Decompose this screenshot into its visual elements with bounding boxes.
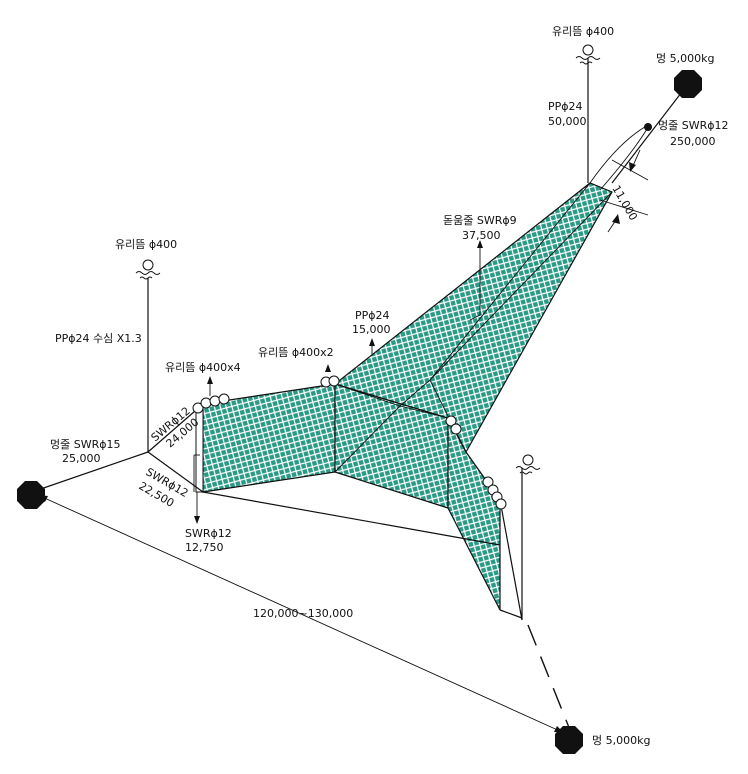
label-span: 120,000~130,000: [253, 607, 353, 620]
arrow-down-icon: [629, 162, 636, 172]
label-guide-line: 돋움줄 SWRϕ9: [443, 214, 517, 227]
glass-float-icon: [482, 476, 494, 488]
glass-float-icon: [192, 402, 204, 414]
glass-float-icon: [522, 454, 534, 466]
glass-float-icon: [445, 415, 457, 427]
water-wave-icon: [139, 276, 153, 280]
anchor-left-icon: [17, 481, 45, 509]
label-pp-mid-length: 15,000: [352, 323, 391, 336]
floats: [142, 44, 652, 510]
label-anchor-line-top-length: 250,000: [670, 135, 716, 148]
label-depth-dimension: 11,000: [609, 183, 640, 223]
label-buoy-left: 유리뜸 ϕ400: [115, 238, 177, 251]
water-surface: [135, 56, 601, 475]
shackle-icon: [644, 123, 652, 131]
label-anchor-line-left: 멍줄 SWRϕ15: [50, 438, 121, 451]
label-pp-top-length: 50,000: [548, 115, 587, 128]
label-anchor-line-top: 멍줄 SWRϕ12: [658, 119, 729, 132]
water-wave-icon: [575, 56, 601, 60]
glass-float-icon: [328, 375, 340, 387]
label-pp-left: PPϕ24 수심 X1.3: [55, 332, 142, 345]
net-edge-strip: [195, 403, 204, 493]
glass-float-icon: [142, 259, 154, 271]
anchor-bottom-icon: [555, 726, 583, 754]
arrow-up-icon: [325, 364, 331, 372]
label-pp-top: PPϕ24: [548, 100, 583, 113]
arrow-up-icon: [612, 214, 620, 224]
water-wave-icon: [515, 466, 541, 470]
label-buoy-x4: 유리뜸 ϕ400x4: [165, 361, 241, 374]
net-lower-tail: [447, 417, 501, 611]
water-wave-icon: [135, 271, 161, 275]
label-anchor-line-left-length: 25,000: [62, 452, 101, 465]
label-anchor-bottom: 멍 5,000kg: [592, 734, 650, 747]
arrow-down-icon: [194, 516, 200, 524]
glass-float-icon: [200, 397, 212, 409]
anchors: [17, 70, 702, 754]
net-panels: [202, 182, 613, 611]
glass-float-icon: [218, 393, 230, 405]
water-wave-icon: [519, 471, 533, 475]
arrows: [38, 149, 649, 733]
arrow-up-icon: [477, 240, 483, 248]
water-wave-icon: [579, 61, 593, 65]
label-buoy-x2: 유리뜸 ϕ400x2: [258, 346, 334, 359]
arrow-up-icon: [369, 338, 375, 346]
mooring-lines: [31, 58, 689, 731]
label-swr-c: SWRϕ12: [185, 527, 232, 540]
label-swr-c-length: 12,750: [185, 541, 224, 554]
label-buoy-top: 유리뜸 ϕ400: [552, 25, 614, 38]
glass-float-icon: [582, 44, 594, 56]
net-upper-wing: [333, 182, 613, 454]
label-guide-line-length: 37,500: [462, 229, 501, 242]
arrow-up-icon: [207, 376, 213, 384]
label-pp-mid: PPϕ24: [355, 309, 390, 322]
anchor-top-icon: [674, 70, 702, 98]
glass-float-icon: [209, 395, 221, 407]
glass-float-icon: [495, 498, 507, 510]
label-anchor-top: 멍 5,000kg: [656, 52, 714, 65]
glass-float-icon: [450, 423, 462, 435]
